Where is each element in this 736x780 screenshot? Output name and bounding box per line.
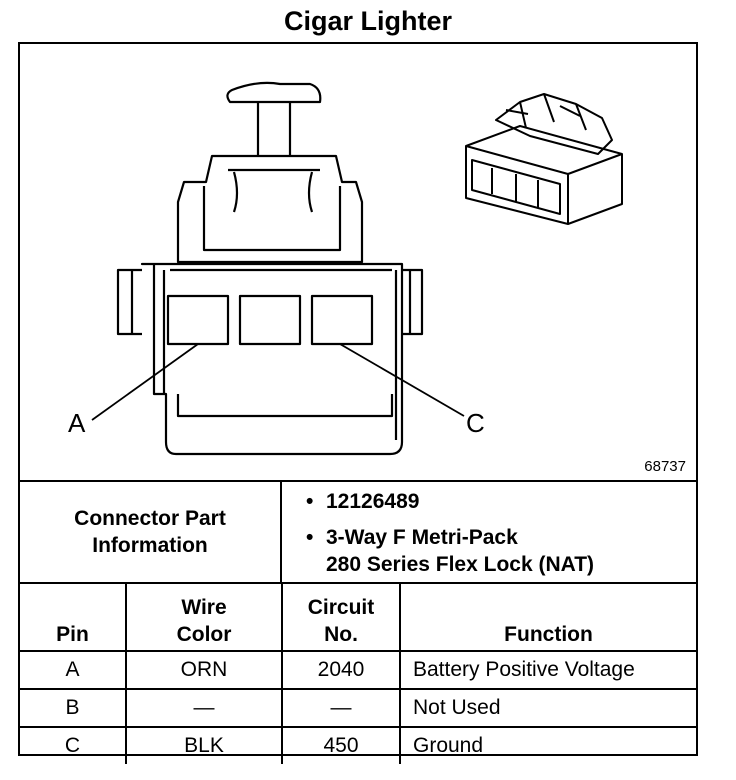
table-header-row: Pin Wire Color Circuit No. Function bbox=[20, 582, 696, 652]
connector-part-number: • 12126489 bbox=[306, 490, 420, 513]
cell-circuit: 2040 bbox=[281, 650, 401, 690]
cell-function: Battery Positive Voltage bbox=[399, 650, 696, 690]
lower-latch bbox=[176, 394, 394, 418]
cell-pin: B bbox=[20, 688, 127, 728]
upper-housing bbox=[176, 154, 364, 264]
table-row: B — — Not Used bbox=[20, 688, 696, 728]
connector-figure: A C 68737 bbox=[20, 44, 696, 480]
bullet: • bbox=[306, 490, 314, 513]
callout-label-a: A bbox=[68, 408, 86, 438]
diagram-frame: A C 68737 Connector Part Information • 1… bbox=[18, 42, 698, 764]
header-pin: Pin bbox=[20, 582, 127, 652]
latch-head bbox=[226, 81, 322, 104]
connector-description: • 3-Way F Metri-Pack bbox=[306, 526, 518, 549]
connector-body bbox=[140, 262, 404, 456]
header-circuit-no: Circuit No. bbox=[281, 582, 401, 652]
callout-line-c bbox=[339, 343, 465, 417]
cell-pin: A bbox=[20, 650, 127, 690]
callout-line-a bbox=[91, 343, 199, 421]
table-row: C BLK 450 Ground bbox=[20, 726, 696, 764]
latch-stem bbox=[256, 102, 292, 156]
cell-function: Not Used bbox=[399, 688, 696, 728]
cavity-c bbox=[310, 294, 374, 346]
cavity-a bbox=[166, 294, 230, 346]
cell-wire-color: ORN bbox=[125, 650, 283, 690]
connector-info-row: Connector Part Information • 12126489 • … bbox=[20, 480, 696, 582]
right-ear bbox=[402, 268, 424, 336]
cell-circuit: 450 bbox=[281, 726, 401, 764]
callout-label-c: C bbox=[466, 408, 485, 438]
connector-info-label: Connector Part Information bbox=[20, 482, 282, 582]
iso-connector bbox=[465, 93, 623, 225]
header-wire-color: Wire Color bbox=[125, 582, 283, 652]
cell-pin: C bbox=[20, 726, 127, 764]
figure-number: 68737 bbox=[644, 458, 686, 475]
pinout-table: Pin Wire Color Circuit No. Function A OR… bbox=[20, 582, 696, 764]
connector-info-label-line: Information bbox=[92, 534, 208, 557]
connector-info-list: • 12126489 • 3-Way F Metri-Pack 280 Seri… bbox=[282, 482, 696, 582]
cavity-b bbox=[238, 294, 302, 346]
table-row: A ORN 2040 Battery Positive Voltage bbox=[20, 650, 696, 690]
header-function: Function bbox=[399, 582, 696, 652]
connector-drawing: A C bbox=[68, 81, 623, 456]
cell-wire-color: BLK bbox=[125, 726, 283, 764]
cell-wire-color: — bbox=[125, 688, 283, 728]
diagram-title: Cigar Lighter bbox=[283, 6, 452, 36]
bullet: • bbox=[306, 526, 314, 549]
left-ear bbox=[116, 268, 142, 336]
cell-circuit: — bbox=[281, 688, 401, 728]
connector-info-label-line: Connector Part bbox=[74, 507, 226, 530]
connector-description-line-2: 280 Series Flex Lock (NAT) bbox=[326, 553, 595, 576]
cell-function: Ground bbox=[399, 726, 696, 764]
